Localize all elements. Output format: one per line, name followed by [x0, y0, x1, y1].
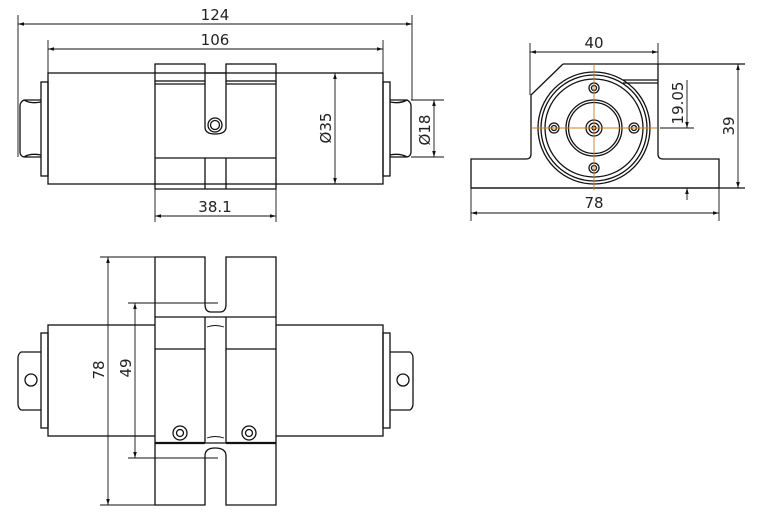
dim-40: 40	[584, 34, 603, 52]
dim-78-end: 78	[584, 194, 603, 212]
end-view: 40 39 19.05 78	[470, 34, 745, 221]
base-plates	[154, 256, 277, 506]
dim-39: 39	[720, 116, 738, 135]
right-shaft-bottom	[390, 351, 414, 411]
right-shaft	[389, 99, 412, 158]
left-shaft-bottom	[17, 351, 41, 411]
centerlines	[531, 64, 657, 190]
left-flange	[40, 81, 49, 177]
pillow-block-outline	[470, 63, 745, 189]
left-shaft	[19, 99, 42, 158]
dim-49: 49	[117, 358, 135, 377]
dim-diameter-18: Ø18	[416, 115, 434, 146]
dim-78-bottom: 78	[90, 360, 108, 379]
dim-124: 124	[201, 6, 230, 24]
dim-106: 106	[201, 31, 230, 49]
dim-19-05: 19.05	[669, 82, 687, 125]
bottom-view: 78 49	[17, 256, 414, 506]
dim-38-1: 38.1	[198, 198, 231, 216]
clamp-block	[154, 63, 277, 190]
right-flange	[382, 81, 391, 177]
top-view: 124 106 Ø35 Ø18 38.1	[17, 6, 444, 222]
dim-diameter-35: Ø35	[317, 113, 335, 144]
